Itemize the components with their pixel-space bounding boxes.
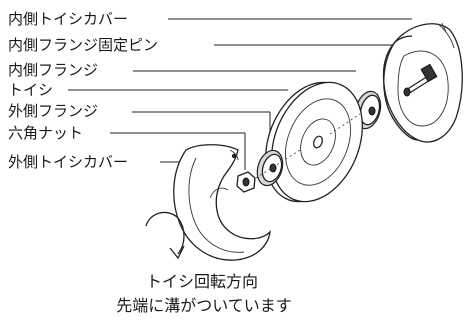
label-outer-wheel-cover: 外側トイシカバー (8, 153, 129, 171)
label-inner-wheel-cover: 内側トイシカバー (8, 10, 129, 28)
label-inner-flange-pin: 内側フランジ固定ピン (8, 36, 159, 54)
label-wheel: トイシ (8, 81, 54, 99)
hex-nut (236, 171, 256, 193)
leader-lines (68, 18, 428, 170)
inner-flange-fixing-pin (403, 63, 438, 97)
label-outer-flange: 外側フランジ (8, 102, 99, 120)
label-inner-flange: 内側フランジ (8, 61, 99, 79)
outer-wheel-cover (173, 144, 271, 261)
caption-groove-note: 先端に溝がついています (116, 296, 292, 315)
outer-flange (256, 149, 284, 187)
rotation-direction-arrow (145, 211, 185, 260)
grinding-wheel (265, 81, 363, 203)
caption-rotation-direction: トイシ回転方向 (145, 272, 258, 291)
label-hex-nut: 六角ナット (8, 124, 84, 142)
center-axis (255, 113, 361, 179)
inner-wheel-cover (382, 22, 463, 143)
